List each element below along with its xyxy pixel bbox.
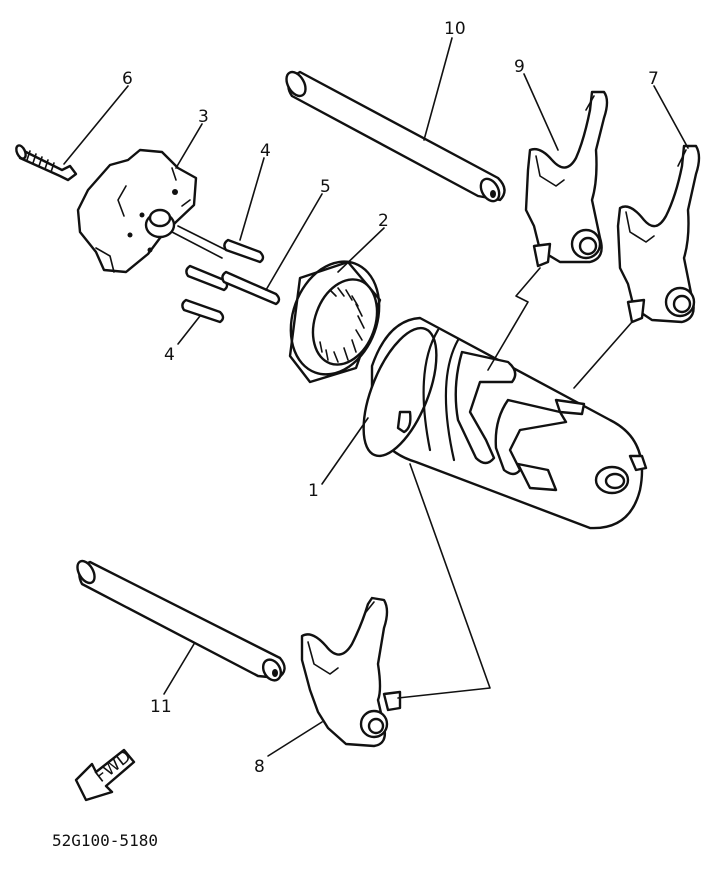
- shift-fork-shaft-lower: [76, 559, 286, 682]
- shift-fork-8: [300, 596, 402, 748]
- leader-lines: [63, 37, 689, 757]
- dowel-pin-lower: [181, 298, 225, 324]
- drawing-code: 52G100-5180: [52, 831, 158, 850]
- callout-9: 9: [514, 57, 525, 77]
- callout-5: 5: [320, 177, 331, 197]
- callout-7: 7: [648, 69, 659, 89]
- dowel-pin-upper: [185, 238, 265, 292]
- long-pin: [171, 225, 281, 306]
- shift-fork-7: [616, 144, 701, 324]
- callout-4-upper: 4: [260, 141, 271, 161]
- shift-cam-plate: [76, 148, 198, 274]
- callout-4-lower: 4: [164, 345, 175, 365]
- callout-11: 11: [150, 697, 172, 717]
- callout-3: 3: [198, 107, 209, 127]
- callout-2: 2: [378, 211, 389, 231]
- callout-10: 10: [444, 19, 466, 39]
- shift-fork-shaft-upper: [285, 70, 506, 203]
- shift-fork-9: [524, 90, 609, 268]
- callout-8: 8: [254, 757, 265, 777]
- bolt: [15, 144, 78, 182]
- callout-labels: 10 9 7 6 3 4 5 2 4 1 11 8: [122, 19, 659, 777]
- callout-1: 1: [308, 481, 319, 501]
- shift-drum: [362, 316, 648, 530]
- forward-direction-arrow: FWD: [74, 747, 136, 802]
- needle-bearing: [288, 260, 382, 384]
- callout-6: 6: [122, 69, 133, 89]
